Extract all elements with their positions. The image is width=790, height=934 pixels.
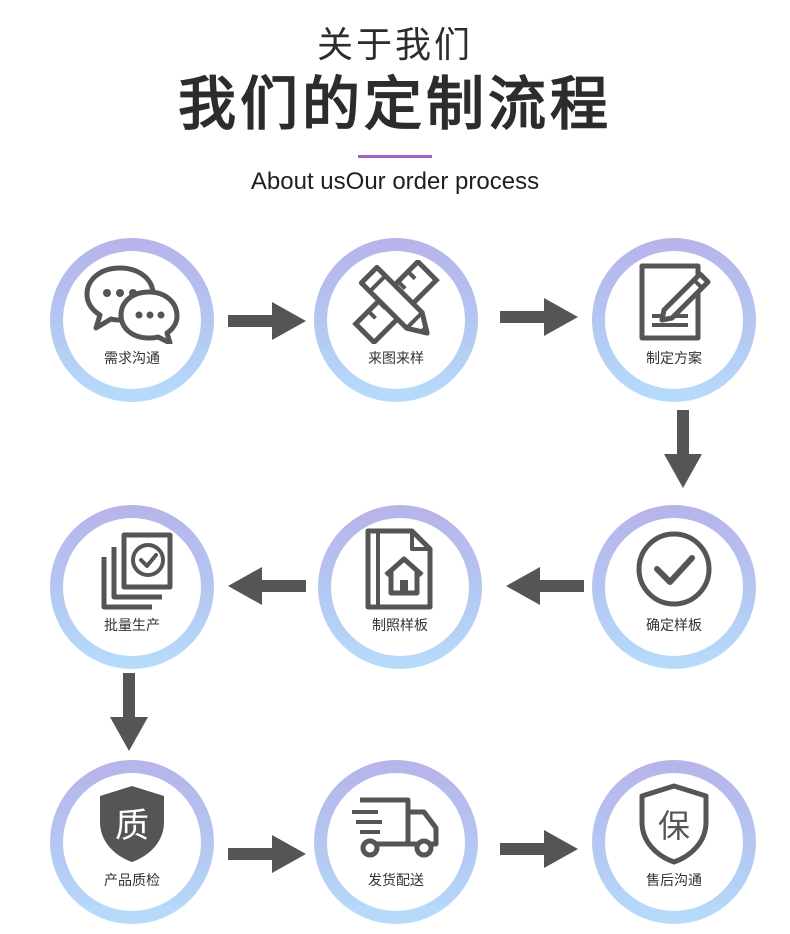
check-circle-icon — [624, 527, 724, 611]
pencil-ruler-icon — [346, 260, 446, 344]
page-title: 我们的定制流程 — [177, 70, 612, 138]
step-make-template: 制照样板 — [318, 505, 482, 669]
step-shipping-delivery: 发货配送 — [314, 760, 478, 924]
house-document-icon — [350, 527, 450, 611]
step-label: 确定样板 — [646, 618, 702, 634]
arrow-left-icon — [506, 567, 584, 605]
step-requirement-communication: 需求沟通 — [50, 238, 214, 402]
step-after-sales: 保 售后沟通 — [592, 760, 756, 924]
step-label: 售后沟通 — [646, 873, 702, 889]
arrow-right-icon — [500, 298, 578, 336]
stacked-docs-check-icon — [82, 527, 182, 611]
title-divider — [358, 155, 432, 158]
step-label: 批量生产 — [104, 618, 160, 634]
delivery-truck-icon — [346, 782, 446, 866]
guarantee-shield-icon: 保 — [624, 782, 724, 866]
document-pen-icon — [624, 260, 724, 344]
step-label: 来图来样 — [368, 351, 424, 367]
quality-shield-icon: 质 — [82, 782, 182, 866]
arrow-left-icon — [228, 567, 306, 605]
step-label: 需求沟通 — [104, 351, 160, 367]
guarantee-character: 保 — [658, 807, 690, 845]
step-make-plan: 制定方案 — [592, 238, 756, 402]
step-label: 产品质检 — [104, 873, 160, 889]
step-confirm-sample: 确定样板 — [592, 505, 756, 669]
step-drawings-samples: 来图来样 — [314, 238, 478, 402]
quality-character: 质 — [115, 806, 149, 846]
step-label: 制照样板 — [372, 618, 428, 634]
arrow-right-icon — [500, 830, 578, 868]
arrow-down-icon — [110, 673, 148, 751]
arrow-down-icon — [664, 410, 702, 488]
page-subtitle: 关于我们 — [316, 25, 473, 66]
step-quality-inspection: 质 产品质检 — [50, 760, 214, 924]
chat-bubbles-icon — [82, 260, 182, 344]
arrow-right-icon — [228, 835, 306, 873]
step-mass-production: 批量生产 — [50, 505, 214, 669]
arrow-right-icon — [228, 302, 306, 340]
step-label: 发货配送 — [368, 873, 424, 889]
english-caption: About usOur order process — [250, 168, 540, 195]
step-label: 制定方案 — [646, 351, 702, 367]
